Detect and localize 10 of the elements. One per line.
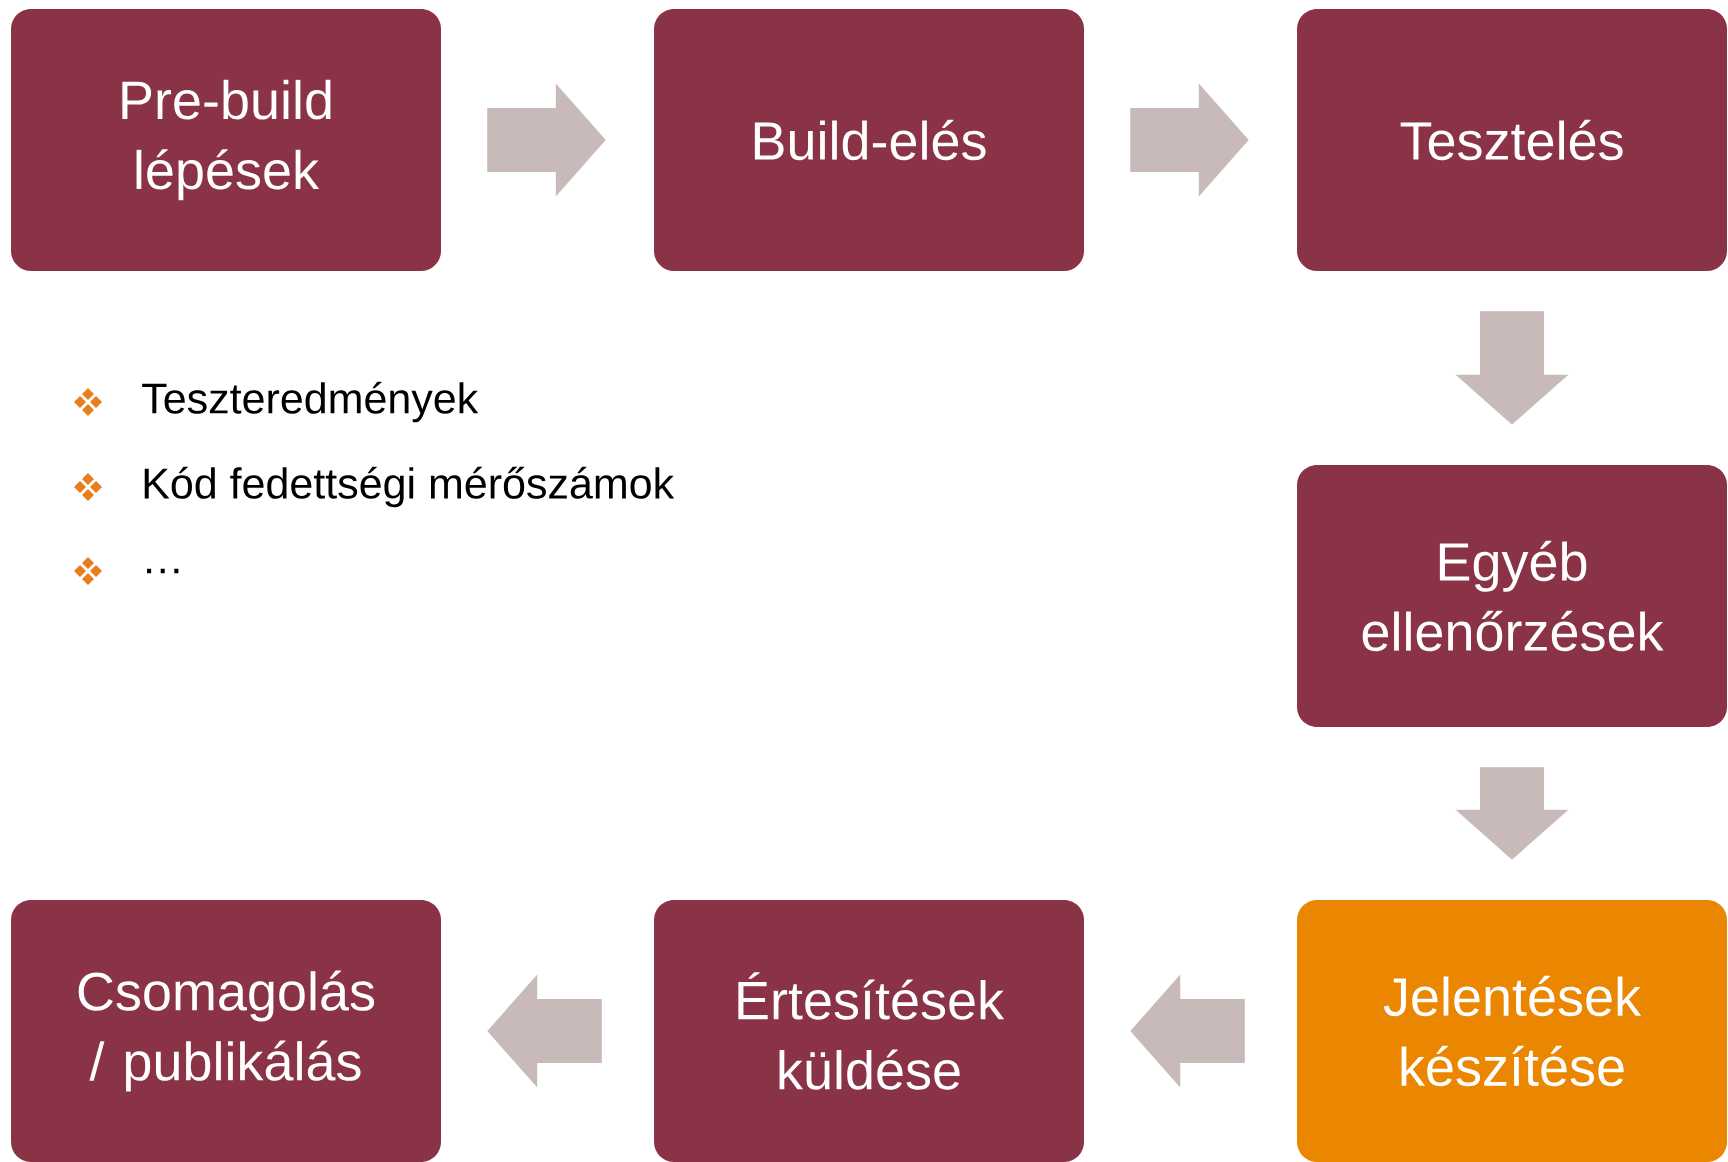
process-box: Csomagolás / publikálás bbox=[11, 900, 441, 1162]
list-item: … bbox=[147, 568, 179, 574]
process-box: Értesítések küldése bbox=[654, 900, 1084, 1162]
list-item: Kód fedettségi mérőszámok bbox=[144, 466, 675, 508]
list-item: Teszteredmények bbox=[142, 381, 479, 423]
process-box: Tesztelés bbox=[1297, 9, 1727, 271]
process-box: Egyéb ellenőrzések bbox=[1297, 465, 1727, 727]
process-box: Jelentések készítése bbox=[1297, 900, 1727, 1162]
process-box: Pre-build lépések bbox=[11, 9, 441, 271]
process-box: Build-elés bbox=[654, 9, 1084, 271]
